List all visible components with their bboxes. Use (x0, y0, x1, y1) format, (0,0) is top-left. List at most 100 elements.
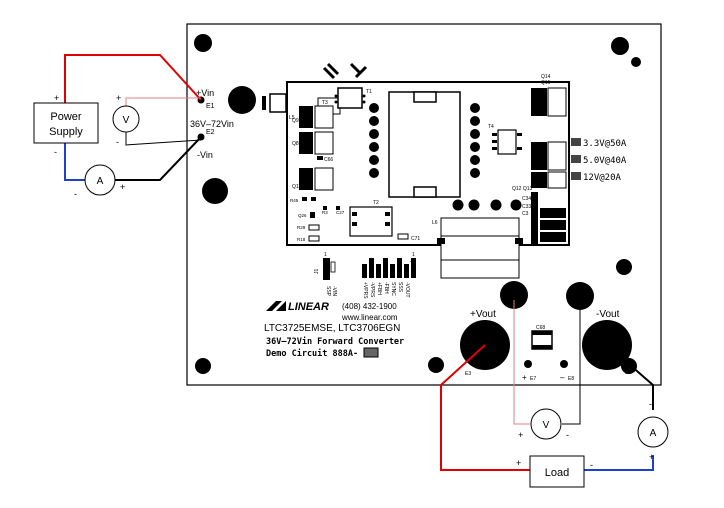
l5-label: L5 (289, 115, 295, 121)
r3-pad (323, 206, 327, 210)
phone: (408) 432-1900 (342, 302, 397, 311)
t2-pin (352, 212, 357, 216)
output-ammeter-minus: - (649, 399, 652, 409)
jumper-j2: 1 J1 +VPRS -VPRS +FBH -FBH SYNC SSS -VOU… (362, 252, 416, 299)
input-voltmeter-minus: - (116, 137, 119, 147)
input-ammeter (84, 164, 116, 196)
r18-label: R18 (297, 237, 306, 242)
power-supply-minus: - (54, 147, 57, 157)
vin-pos-label: +Vin (196, 88, 214, 98)
jumper-j1: 1 J1 -VIN SSP (314, 252, 337, 297)
q8-label: Q8 (292, 141, 299, 147)
q26-pad (310, 212, 315, 218)
j2-header-pin (376, 264, 381, 278)
t4-label: T4 (488, 124, 494, 130)
c68-label: C68 (536, 325, 545, 331)
j2-pin-name: SYNC (390, 282, 396, 296)
output-voltmeter-plus: + (518, 430, 523, 440)
t1-pin (334, 94, 338, 98)
vout-pos-stud (500, 281, 528, 309)
r45-pad (311, 197, 316, 201)
t4-pin (517, 133, 522, 136)
voltmeter-input-neg-wire (125, 130, 202, 146)
output-ratings: 3.3V@50A 5.0V@40A 12V@20A (571, 138, 627, 183)
transformer-notch (413, 186, 437, 198)
voltmeter-output-pos-wire (513, 300, 530, 425)
c3-label: C3 (522, 211, 529, 217)
power-supply-label-2: Supply (49, 126, 83, 138)
mounting-hole (616, 259, 632, 275)
load-plus: + (516, 458, 521, 468)
website: www.linear.com (341, 313, 398, 322)
e7-label: E7 (530, 376, 536, 382)
transformer-notch (413, 91, 437, 103)
j1-pin-label: 1 (324, 252, 327, 258)
j2-header-pin (390, 264, 395, 278)
q8-body (314, 131, 334, 155)
output-ammeter-label: A (650, 428, 657, 439)
q11-label: Q11 (292, 184, 301, 190)
j2-pin-name: +VPRS (362, 282, 368, 299)
linear-logo: LINEAR (288, 301, 329, 313)
linear-logo-mark (266, 301, 286, 311)
board-title: 36V–72Vin Forward Converter (266, 336, 404, 347)
voltmeter-input-pos-wire (125, 97, 201, 108)
pad (490, 199, 502, 211)
c66-pad (317, 156, 323, 160)
rating-swatch (571, 155, 581, 163)
main-transformer (388, 91, 461, 198)
input-voltmeter-plus: + (116, 93, 121, 103)
output-ammeter (637, 416, 669, 448)
output-cap (540, 220, 566, 230)
r29-label: R29 (297, 225, 306, 230)
transformer-t4 (497, 129, 517, 155)
output-ammeter-plus: + (649, 452, 654, 462)
q15-label: Q15 (541, 80, 551, 86)
output-cap (540, 232, 566, 242)
c34-label: C34 (522, 196, 531, 202)
vin-neg-label: -Vin (197, 150, 213, 160)
mounting-hole (631, 57, 641, 67)
pad (452, 199, 464, 211)
output-cap (540, 208, 566, 218)
t1-pin (334, 100, 338, 104)
j2-pin-name: SSS (397, 282, 403, 293)
inductor-l5 (269, 93, 287, 113)
transformer-pins-right (470, 103, 480, 178)
part-numbers: LTC3725EMSE, LTC3706EGN (264, 323, 400, 334)
q11-body (314, 167, 334, 191)
t1-label: T1 (366, 89, 372, 95)
mounting-hole (611, 37, 629, 55)
e2-label: E2 (206, 129, 215, 136)
e7-sign: + (522, 373, 527, 382)
j2-header-pin (383, 258, 388, 278)
load-label: Load (545, 467, 569, 479)
r18-body (308, 235, 320, 242)
input-voltmeter-label: V (123, 115, 130, 126)
load-box (529, 455, 585, 488)
board-silkscreen: LINEAR (408) 432-1900 www.linear.com LTC… (264, 301, 404, 359)
load-minus: - (590, 460, 593, 470)
output-negative-wire (584, 455, 654, 471)
rating-swatch (571, 172, 581, 180)
mosfet-q8 (299, 132, 313, 154)
fiducial-marks (322, 62, 368, 80)
j2-pin-label: 1 (412, 252, 415, 258)
l6-pad (515, 238, 523, 244)
q15-body (547, 141, 567, 171)
j2-header-pin (369, 258, 374, 278)
mounting-hole (195, 358, 211, 374)
c27-pad (336, 206, 340, 210)
e1-label: E1 (206, 103, 215, 110)
power-supply-plus: + (54, 93, 59, 103)
output-label-3v3: 3.3V@50A (583, 139, 627, 149)
j2-pin-name: -VPRS (369, 282, 375, 298)
output-label-5v: 5.0V@40A (583, 156, 627, 166)
ammeter-output-wire (606, 344, 654, 410)
input-negative-wire (64, 142, 85, 181)
t4-pin (492, 140, 497, 143)
vout-neg-stud (566, 282, 594, 310)
c68-band (532, 331, 552, 335)
t2-label: T2 (373, 200, 379, 206)
output-voltmeter-minus: - (566, 430, 569, 440)
